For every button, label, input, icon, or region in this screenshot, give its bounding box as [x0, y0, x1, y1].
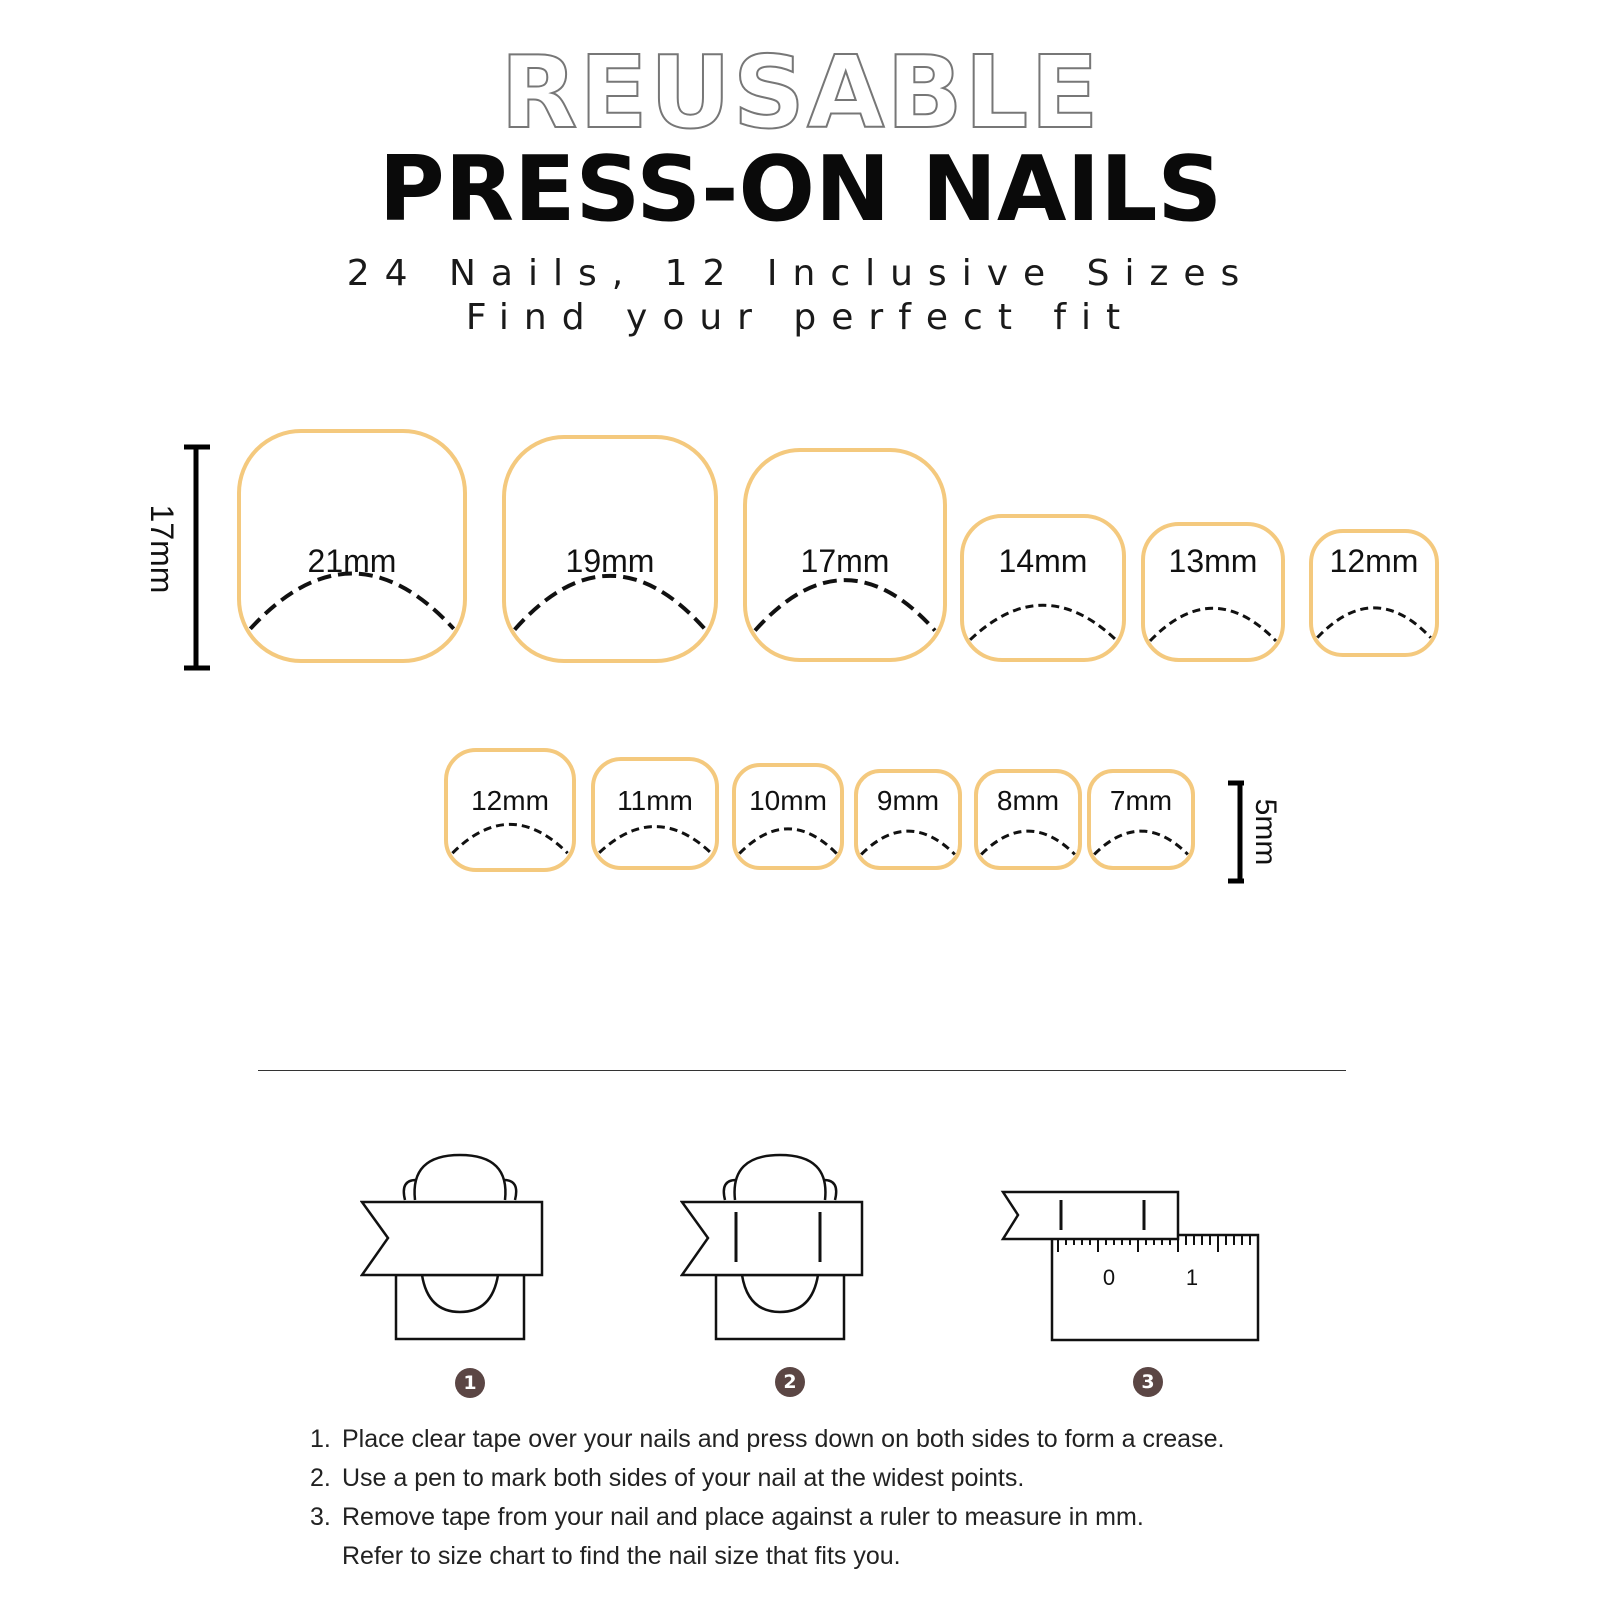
title-press-on-nails: PRESS-ON NAILS	[378, 137, 1223, 242]
instructions-list: 1.Place clear tape over your nails and p…	[310, 1420, 1410, 1576]
large-nail-2	[502, 435, 718, 663]
large-cuticle-line-3	[753, 578, 937, 632]
large-cuticle-line-5	[1148, 606, 1278, 643]
ruler-label-1: 1	[1186, 1265, 1198, 1290]
title-reusable: REUSABLE	[499, 34, 1101, 151]
height-label-large: 17mm	[144, 505, 180, 594]
large-size-label-6: 12mm	[1330, 543, 1419, 579]
step-3-illustration: 0 1	[1000, 1190, 1260, 1342]
large-cuticle-line-1	[248, 571, 456, 631]
small-size-label-6: 7mm	[1110, 785, 1172, 816]
step-2-illustration	[680, 1153, 864, 1341]
small-size-label-4: 9mm	[877, 785, 939, 816]
large-nail-1	[237, 429, 467, 663]
instruction-3: 3.Remove tape from your nail and place a…	[310, 1503, 1144, 1531]
instruction-3-continued: Refer to size chart to find the nail siz…	[342, 1542, 901, 1570]
nail-row-small: 12mm 11mm 10mm 9mm 8mm 7mm	[444, 748, 1195, 872]
large-cuticle-line-4	[969, 603, 1117, 641]
small-nail-2	[591, 757, 719, 870]
large-nail-5	[1141, 522, 1285, 662]
small-cuticle-line-4	[860, 829, 956, 856]
large-nail-3	[743, 448, 947, 662]
small-size-label-5: 8mm	[997, 785, 1059, 816]
small-nail-3	[732, 763, 844, 870]
small-nail-1	[444, 748, 576, 872]
small-cuticle-line-3	[738, 827, 838, 855]
step-3-badge: 3	[1133, 1367, 1163, 1397]
large-size-label-3: 17mm	[801, 543, 890, 579]
small-cuticle-line-2	[598, 825, 712, 854]
small-cuticle-line-5	[980, 829, 1076, 856]
section-divider	[258, 1070, 1346, 1071]
large-size-label-1: 21mm	[308, 543, 397, 579]
instruction-2: 2.Use a pen to mark both sides of your n…	[310, 1464, 1025, 1492]
small-nail-5	[974, 769, 1082, 870]
subtitle-line-1: 24 Nails, 12 Inclusive Sizes	[346, 253, 1255, 294]
height-label-small: 5mm	[1249, 799, 1282, 866]
small-nail-6	[1087, 769, 1195, 870]
small-size-label-3: 10mm	[749, 785, 827, 816]
nail-size-chart: 17mm 5mm 21mm 19mm 17mm 14mm 13mm 12mm 12mm 11…	[144, 429, 1439, 884]
small-size-label-2: 11mm	[617, 785, 693, 816]
step-2-badge: 2	[775, 1367, 805, 1397]
step-1-badge: 1	[455, 1368, 485, 1398]
height-bar-large	[184, 444, 210, 671]
small-cuticle-line-6	[1093, 829, 1189, 856]
large-nail-6	[1309, 529, 1439, 657]
large-nail-4	[960, 514, 1126, 662]
large-cuticle-line-2	[513, 573, 707, 631]
ruler-label-0: 0	[1103, 1265, 1115, 1290]
small-size-label-1: 12mm	[471, 785, 549, 816]
subtitle-line-2: Find your perfect fit	[465, 297, 1136, 338]
small-nail-4	[854, 769, 962, 870]
small-cuticle-line-1	[451, 823, 569, 855]
large-size-label-5: 13mm	[1169, 543, 1258, 579]
height-bar-small	[1228, 780, 1244, 884]
large-cuticle-line-6	[1316, 606, 1432, 639]
instruction-1: 1.Place clear tape over your nails and p…	[310, 1425, 1225, 1453]
step-1-illustration	[360, 1153, 544, 1341]
nail-row-large: 21mm 19mm 17mm 14mm 13mm 12mm	[237, 429, 1439, 663]
large-size-label-2: 19mm	[566, 543, 655, 579]
large-size-label-4: 14mm	[999, 543, 1088, 579]
